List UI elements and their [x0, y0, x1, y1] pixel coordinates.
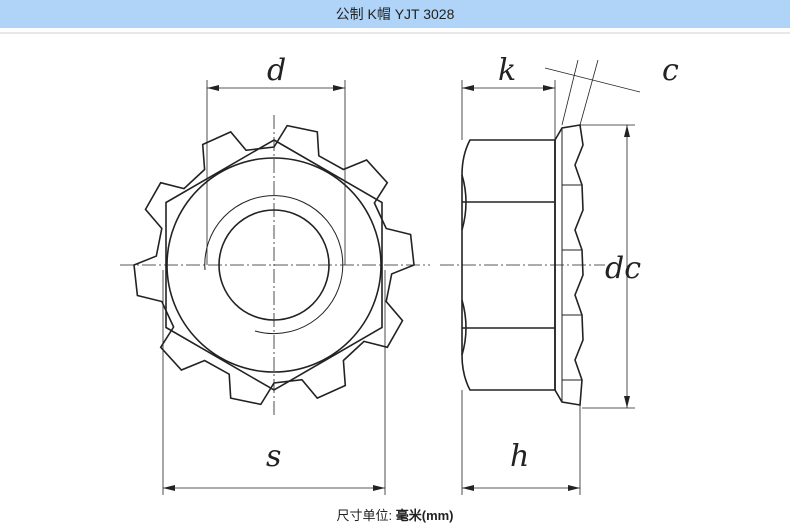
hex-body-side: [461, 139, 556, 391]
divider: [0, 32, 790, 34]
label-k: k: [498, 53, 516, 88]
unit-label: 尺寸单位:: [336, 508, 393, 523]
unit-value: 毫米(mm): [395, 508, 454, 523]
label-h: h: [510, 439, 529, 474]
label-dc: dc: [605, 251, 641, 286]
thread-arc: [204, 195, 344, 335]
label-d: d: [267, 53, 286, 88]
page-title: 公制 K帽 YJT 3028: [0, 0, 790, 28]
front-view: d s: [120, 53, 430, 495]
unit-note: 尺寸单位: 毫米(mm): [0, 505, 790, 524]
label-c: c: [662, 53, 679, 88]
label-s: s: [266, 439, 281, 474]
side-view: k c dc h: [440, 53, 679, 495]
